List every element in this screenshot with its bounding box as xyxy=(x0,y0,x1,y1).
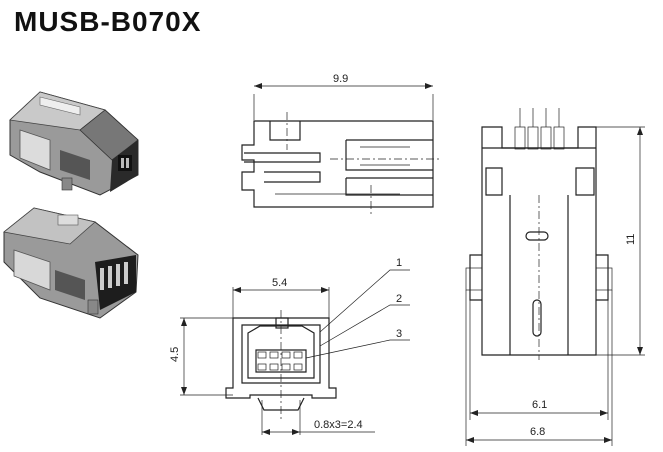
front-view: 5.4 4.5 0.8x3=2.4 1 2 xyxy=(169,257,410,435)
callout-3: 3 xyxy=(396,328,402,340)
callout-2: 2 xyxy=(396,293,402,305)
dim-side-inner-width: 6.1 xyxy=(532,399,547,411)
dim-side-outer-width: 6.8 xyxy=(530,426,545,438)
side-view: 11 6.1 6.8 xyxy=(465,108,645,446)
dim-front-width: 5.4 xyxy=(272,277,287,289)
callout-1: 1 xyxy=(396,257,402,269)
dim-side-height: 11 xyxy=(625,234,637,245)
top-view: 9.9 xyxy=(241,73,440,215)
dim-front-height: 4.5 xyxy=(169,347,181,362)
product-photo-bottom xyxy=(3,207,139,319)
dim-pitch: 0.8x3=2.4 xyxy=(314,419,363,431)
part-number-title: MUSB-B070X xyxy=(14,6,202,37)
dim-top-width: 9.9 xyxy=(333,73,348,85)
product-photo-top xyxy=(9,91,139,196)
